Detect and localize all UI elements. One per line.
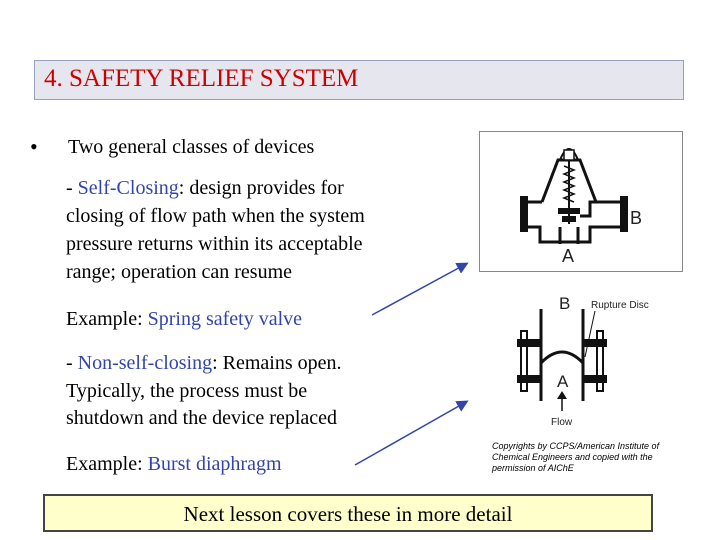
example-value: Burst diaphragm [147,453,282,475]
copyright-credit: Copyrights by CCPS/American Institute of… [492,441,660,473]
self-closing-line-1: - Self-Closing: design provides for [66,177,344,200]
non-self-closing-line-1: - Non-self-closing: Remains open. [66,352,342,375]
self-closing-term: Self-Closing [77,177,179,199]
dash: - [66,177,78,199]
example-burst-diaphragm: Example: Burst diaphragm [66,453,282,476]
valve-label-a: A [562,246,574,266]
footer-text: Next lesson covers these in more detail [183,502,513,526]
valve-label-b: B [630,208,642,228]
bullet-text: Two general classes of devices [68,136,315,158]
example-spring-valve: Example: Spring safety valve [66,308,302,331]
self-closing-line-3: pressure returns within its acceptable [66,233,363,255]
example-label: Example: [66,453,148,475]
slide-title: 4. SAFETY RELIEF SYSTEM [44,65,359,92]
flow-label: Flow [551,417,573,428]
non-self-closing-rest: : Remains open. [212,352,342,374]
example-label: Example: [66,308,148,330]
self-closing-rest: : design provides for [178,177,344,199]
non-self-closing-line-2: Typically, the process must be [66,380,308,402]
footer-box: Next lesson covers these in more detail [43,494,653,532]
non-self-closing-term: Non-self-closing [77,352,213,374]
title-box [34,60,684,100]
self-closing-line-2: closing of flow path when the system [66,205,365,227]
bullet-point: • Two general classes of devices [30,134,314,160]
spring-valve-figure: A B [479,131,683,272]
example-value: Spring safety valve [147,308,303,330]
arrow-to-valve [371,262,469,316]
rupture-disc-figure: B Rupture Disc A Flow [479,291,683,431]
dash: - [66,352,78,374]
arrow-to-disc [354,400,469,466]
bullet-symbol: • [30,134,38,159]
non-self-closing-line-3: shutdown and the device replaced [66,407,338,429]
rupture-disc-drawing: B Rupture Disc A Flow [517,294,649,428]
rupture-disc-label: Rupture Disc [591,300,649,311]
disc-label-b: B [559,294,570,313]
spring-valve-drawing: A B [520,148,642,266]
disc-label-a: A [557,372,569,391]
self-closing-line-4: range; operation can resume [66,261,293,283]
